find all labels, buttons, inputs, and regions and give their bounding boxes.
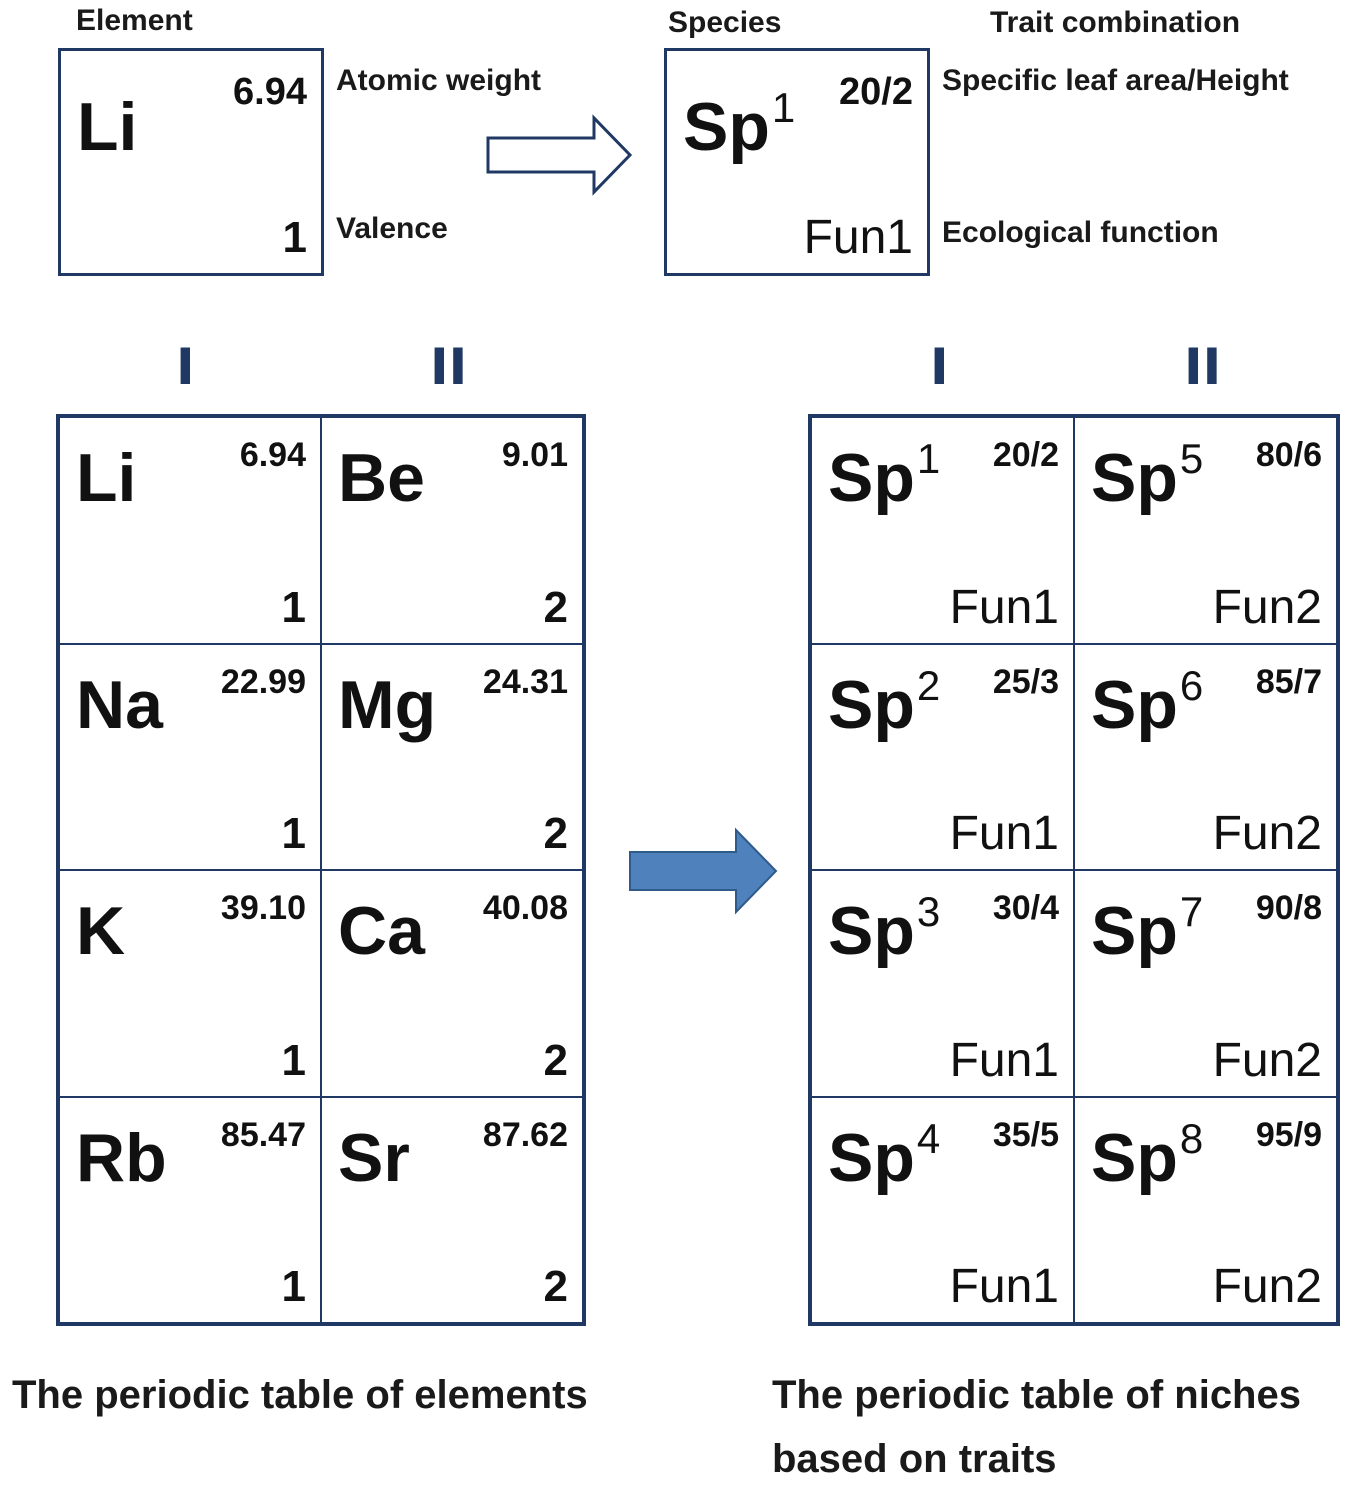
- element-cell: Be 9.01 2: [321, 417, 583, 644]
- species-traits: 80/6: [1255, 436, 1322, 474]
- group-label-right-2: II: [1184, 338, 1222, 396]
- niches-table-caption-line1: The periodic table of niches: [772, 1373, 1301, 1417]
- element-legend-symbol: Li: [77, 89, 138, 165]
- element-cell: Mg 24.31 2: [321, 643, 583, 870]
- element-cell: K 39.10 1: [59, 870, 321, 1097]
- element-valence: 2: [543, 1035, 568, 1085]
- element-cell: Rb 85.47 1: [59, 1096, 321, 1323]
- element-cell: Sr 87.62 2: [321, 1096, 583, 1323]
- element-valence: 1: [281, 582, 306, 632]
- element-symbol: Ca: [338, 893, 425, 969]
- species-legend-header: Species: [668, 6, 782, 39]
- element-weight: 22.99: [220, 662, 306, 701]
- species-symbol: Sp5: [1091, 435, 1204, 516]
- group-label-right-1: I: [930, 338, 949, 396]
- species-traits: 95/9: [1255, 1115, 1322, 1154]
- element-cell: Li 6.94 1: [59, 417, 321, 644]
- element-valence: 2: [543, 1262, 568, 1311]
- species-index: 5: [1179, 435, 1204, 483]
- element-valence: 2: [543, 809, 568, 858]
- element-weight: 9.01: [501, 436, 568, 474]
- element-symbol: Be: [338, 440, 425, 516]
- species-traits: 90/8: [1255, 889, 1322, 927]
- species-function: Fun1: [949, 1033, 1059, 1087]
- element-valence: 1: [281, 1262, 306, 1311]
- species-legend-index: 1: [771, 84, 796, 132]
- species-function: Fun1: [949, 1260, 1059, 1313]
- element-weight: 85.47: [220, 1115, 306, 1154]
- element-valence: 2: [543, 582, 568, 632]
- ecological-function-label: Ecological function: [942, 216, 1219, 249]
- element-cell: Na 22.99 1: [59, 643, 321, 870]
- species-index: 8: [1179, 1114, 1204, 1162]
- group-label-left-2: II: [430, 338, 468, 396]
- element-weight: 40.08: [482, 889, 568, 927]
- species-symbol: Sp6: [1091, 661, 1204, 743]
- specific-leaf-area-label: Specific leaf area/Height: [942, 64, 1289, 97]
- species-symbol: Sp4: [828, 1114, 941, 1196]
- species-index: 6: [1179, 661, 1204, 709]
- group-label-left-1: I: [176, 338, 195, 396]
- species-traits: 30/4: [992, 889, 1059, 927]
- species-symbol: Sp1: [828, 435, 941, 516]
- species-function: Fun2: [1212, 580, 1322, 634]
- element-symbol: Li: [76, 440, 137, 516]
- element-valence: 1: [281, 1035, 306, 1085]
- species-traits: 20/2: [992, 436, 1059, 474]
- species-traits: 85/7: [1255, 662, 1322, 701]
- element-valence: 1: [281, 809, 306, 858]
- atomic-weight-label: Atomic weight: [336, 64, 542, 97]
- valence-label: Valence: [336, 212, 448, 245]
- element-legend-valence: 1: [282, 213, 307, 262]
- species-function: Fun2: [1212, 1260, 1322, 1313]
- species-symbol: Sp8: [1091, 1114, 1204, 1196]
- element-symbol: Na: [76, 666, 163, 743]
- element-symbol: Sr: [338, 1119, 410, 1196]
- species-legend-function: Fun1: [803, 211, 913, 264]
- element-symbol: Mg: [338, 666, 437, 743]
- outline-arrow-icon: [486, 114, 633, 196]
- species-symbol: Sp3: [828, 888, 941, 969]
- trait-combination-header: Trait combination: [990, 6, 1241, 39]
- species-legend-traits: 20/2: [839, 71, 913, 113]
- species-function: Fun1: [949, 580, 1059, 634]
- species-traits: 25/3: [992, 662, 1059, 701]
- elements-table-caption: The periodic table of elements: [12, 1373, 588, 1417]
- species-index: 4: [916, 1114, 941, 1162]
- element-legend-weight: 6.94: [233, 71, 307, 113]
- solid-arrow-icon: [629, 827, 778, 915]
- species-function: Fun1: [949, 807, 1059, 860]
- species-legend-symbol: Sp1: [683, 84, 796, 165]
- species-index: 1: [916, 435, 941, 483]
- species-traits: 35/5: [992, 1115, 1059, 1154]
- species-index: 2: [916, 661, 941, 709]
- species-index: 3: [916, 888, 941, 936]
- element-weight: 6.94: [239, 436, 306, 474]
- species-function: Fun2: [1212, 807, 1322, 860]
- species-function: Fun2: [1212, 1033, 1322, 1087]
- species-legend-box: Sp1 20/2 Fun1: [664, 48, 930, 276]
- niches-table-caption-line2: based on traits: [772, 1437, 1057, 1481]
- element-weight: 87.62: [482, 1115, 568, 1154]
- element-legend-box: Li 6.94 1: [58, 48, 324, 276]
- element-weight: 24.31: [482, 662, 568, 701]
- element-symbol: Rb: [76, 1119, 167, 1196]
- species-symbol: Sp2: [828, 661, 941, 743]
- element-symbol: K: [76, 893, 126, 969]
- element-weight: 39.10: [220, 889, 306, 927]
- element-cell: Ca 40.08 2: [321, 870, 583, 1097]
- species-symbol: Sp7: [1091, 888, 1204, 969]
- element-legend-header: Element: [76, 4, 193, 37]
- species-index: 7: [1179, 888, 1204, 936]
